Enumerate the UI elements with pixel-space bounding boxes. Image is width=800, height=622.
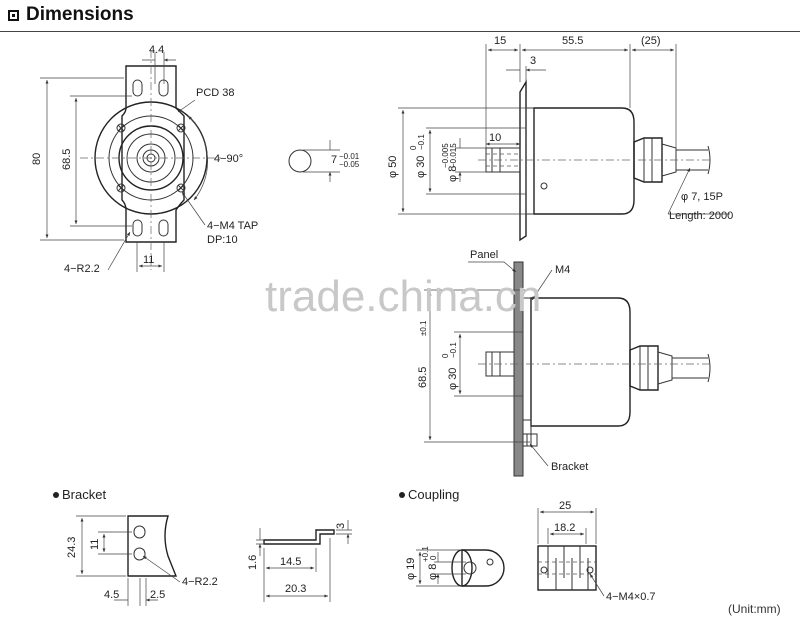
bracket-dim-b: 2.5 (150, 589, 165, 601)
side-dim-a: 15 (494, 35, 506, 47)
header: Dimensions (0, 0, 800, 34)
bracket-detail (76, 515, 352, 606)
front-dim-top: 4.4 (149, 44, 164, 56)
side-cable: φ 7, 15P (681, 191, 723, 203)
coupling-dia-inner-tol-upper: +0.1 (421, 546, 430, 562)
side-dia-flange-tol-upper: 0 (409, 145, 418, 150)
panel-dia-tol-lower: −0.1 (449, 342, 458, 358)
front-depth: DP:10 (207, 234, 238, 246)
side-dim-e: 10 (489, 132, 501, 144)
bracket-dim-t: 1.6 (247, 555, 259, 570)
panel-dia: φ 30 (447, 368, 459, 390)
side-dim-c: (25) (641, 35, 661, 47)
bracket-radius: 4−R2.2 (182, 576, 218, 588)
side-dim-b: 55.5 (562, 35, 583, 47)
coupling-dia-inner-tol-lower: 0 (429, 555, 438, 560)
panel-label: Panel (470, 249, 498, 261)
panel-view (424, 261, 712, 477)
front-radius: 4−R2.2 (64, 263, 100, 275)
panel-dim-height-tol: ±0.1 (419, 320, 428, 336)
front-dim-inner: 68.5 (61, 149, 73, 170)
panel-dim-height: 68.5 (417, 367, 429, 388)
side-length: Length: 2000 (669, 210, 733, 222)
section-square-icon (8, 10, 19, 21)
shaft-detail (288, 140, 340, 182)
panel-bracket-label: Bracket (551, 461, 588, 473)
side-dim-d: 3 (530, 55, 536, 67)
coupling-detail (416, 508, 605, 597)
coupling-length: 25 (559, 500, 571, 512)
shaft-dia: 7 (331, 154, 337, 166)
front-pcd: PCD 38 (196, 87, 235, 99)
bracket-dim-slot: 11 (89, 539, 101, 550)
shaft-tol-upper: −0.01 (339, 152, 360, 161)
coupling-heading: Coupling (408, 487, 459, 502)
bracket-dim-s: 3 (335, 523, 347, 529)
front-angle: 4−90° (214, 153, 243, 165)
header-rule (0, 31, 800, 32)
coupling-dia-outer: φ 19 (405, 558, 417, 580)
front-tap: 4−M4 TAP (207, 220, 258, 232)
side-dia-body: φ 50 (387, 156, 399, 178)
unit-label: (Unit:mm) (728, 602, 781, 616)
bracket-dim-w2: 20.3 (285, 583, 306, 595)
tap-holes (116, 123, 186, 193)
front-dim-height: 80 (31, 153, 43, 165)
bracket-dim-h: 24.3 (66, 537, 78, 558)
front-view (40, 50, 222, 272)
page-title: Dimensions (26, 4, 134, 25)
side-dia-shaft-tol-lower: −0.015 (449, 143, 458, 168)
bracket-heading: Bracket (62, 487, 106, 502)
side-dia-flange-tol-lower: −0.1 (417, 134, 426, 150)
panel-dia-tol-upper: 0 (441, 353, 450, 358)
watermark: trade.china.cn (265, 272, 542, 321)
coupling-screws: 4−M4×0.7 (606, 591, 656, 603)
side-view (398, 44, 730, 242)
coupling-bullet-icon (399, 492, 405, 498)
bracket-dim-w1: 14.5 (280, 556, 301, 568)
bracket-bullet-icon (53, 492, 59, 498)
bracket-dim-a: 4.5 (104, 589, 119, 601)
coupling-inner-length: 18.2 (554, 522, 575, 534)
side-dia-shaft: φ 8 (447, 166, 459, 182)
shaft-tol-lower: −0.05 (339, 160, 360, 169)
side-dia-shaft-tol-upper: −0.005 (441, 143, 450, 168)
coupling-dia-inner: φ 8 (427, 564, 439, 580)
front-dim-bottom: 11 (143, 254, 154, 266)
panel-screw: M4 (555, 264, 570, 276)
side-dia-flange: φ 30 (415, 156, 427, 178)
